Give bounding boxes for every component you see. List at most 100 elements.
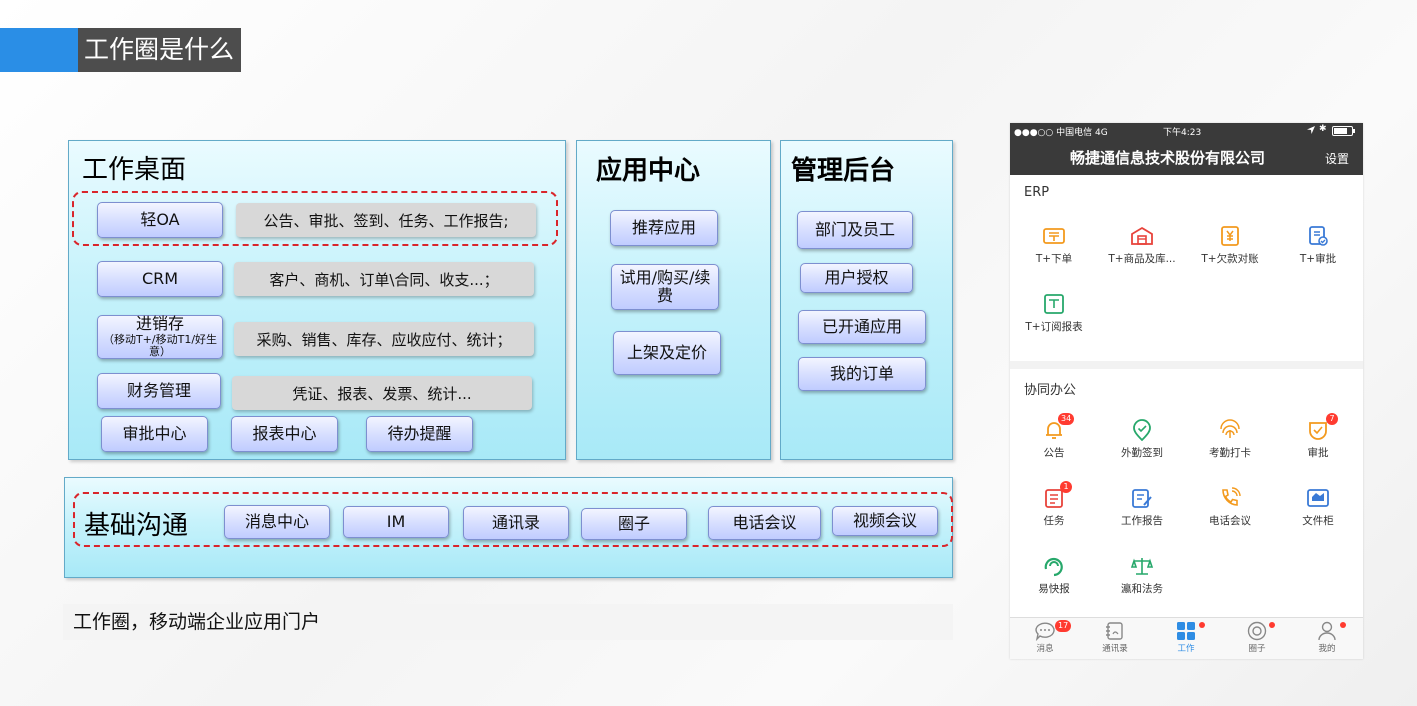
file-cabinet-icon	[1307, 489, 1329, 507]
inventory-button-label: 进销存	[135, 314, 184, 334]
collab-approval-app[interactable]: 7 审批	[1274, 413, 1362, 460]
workbench-title: 工作桌面	[82, 155, 187, 185]
finance-button[interactable]: 财务管理	[97, 373, 221, 409]
collab-section-title: 协同办公	[1024, 383, 1077, 398]
work-report-app[interactable]: 工作报告	[1098, 487, 1186, 528]
bell-icon	[1046, 422, 1062, 439]
task-app[interactable]: 1 任务	[1010, 481, 1098, 528]
phone-conference-label: 电话会议	[1209, 515, 1251, 527]
tab-me[interactable]: 我的	[1292, 621, 1362, 654]
t-ledger-app[interactable]: T+欠款对账	[1186, 225, 1274, 266]
t-ledger-label: T+欠款对账	[1201, 253, 1259, 265]
t-order-app[interactable]: T+下单	[1010, 225, 1098, 266]
legal-app[interactable]: 瀛和法务	[1098, 555, 1186, 596]
my-orders-button[interactable]: 我的订单	[798, 357, 926, 391]
admin-panel	[780, 140, 953, 460]
t-report-subscribe-label: T+订阅报表	[1025, 321, 1083, 333]
tab-work[interactable]: 工作	[1151, 621, 1221, 654]
task-badge: 1	[1060, 481, 1072, 493]
t-order-label: T+下单	[1035, 253, 1073, 265]
user-authorization-button[interactable]: 用户授权	[800, 263, 913, 293]
work-report-label: 工作报告	[1121, 515, 1163, 527]
tab-messages[interactable]: 17 消息	[1010, 620, 1080, 654]
scale-icon	[1130, 558, 1154, 575]
light-oa-button[interactable]: 轻OA	[97, 202, 223, 238]
bluetooth-icon: ✱	[1319, 124, 1327, 134]
t-approval-app[interactable]: T+审批	[1274, 225, 1362, 266]
title-accent-bar	[0, 28, 78, 72]
inventory-button[interactable]: 进销存 （移动T+/移动T1/好生意）	[97, 314, 223, 359]
listing-pricing-button[interactable]: 上架及定价	[613, 331, 721, 375]
tab-contacts[interactable]: 通讯录	[1080, 621, 1150, 654]
crm-desc: 客户、商机、订单\合同、收支...；	[234, 262, 534, 296]
task-icon	[1045, 489, 1063, 508]
t-warehouse-app[interactable]: T+商品及库...	[1098, 225, 1186, 266]
approve-check-icon	[1309, 422, 1327, 440]
tab-messages-label: 消息	[1036, 644, 1054, 654]
carrier-text: ●●●○○ 中国电信 4G	[1014, 128, 1108, 138]
approval-icon	[1309, 226, 1328, 246]
work-tab-dot	[1199, 622, 1205, 628]
work-grid-icon	[1177, 622, 1195, 640]
status-bar: ●●●○○ 中国电信 4G 下午4:23 ✱	[1010, 123, 1363, 139]
tab-work-label: 工作	[1177, 644, 1195, 654]
departments-button[interactable]: 部门及员工	[797, 211, 913, 249]
circle-tab-dot	[1269, 622, 1275, 628]
ledger-icon	[1221, 226, 1239, 246]
collab-section: 协同办公 34 公告 外勤签到 考勤打卡 7 审批 1 任务 工作报告	[1010, 369, 1363, 617]
t-report-subscribe-app[interactable]: T+订阅报表	[1010, 293, 1098, 334]
video-conference-button[interactable]: 视频会议	[832, 506, 938, 536]
approval-center-button[interactable]: 审批中心	[101, 416, 208, 452]
status-time: 下午4:23	[1163, 128, 1202, 138]
erp-section-title: ERP	[1024, 185, 1050, 200]
caption-text: 工作圈，移动端企业应用门户	[63, 604, 953, 640]
crm-button[interactable]: CRM	[97, 261, 223, 297]
legal-label: 瀛和法务	[1121, 583, 1163, 595]
todo-reminder-button[interactable]: 待办提醒	[366, 416, 473, 452]
person-icon	[1318, 621, 1336, 641]
order-icon	[1043, 228, 1065, 244]
inventory-button-sublabel: （移动T+/移动T1/好生意）	[102, 332, 218, 359]
light-oa-desc: 公告、审批、签到、任务、工作报告;	[236, 203, 536, 237]
report-center-button[interactable]: 报表中心	[231, 416, 338, 452]
phone-conference-button[interactable]: 电话会议	[708, 506, 821, 540]
report-subscribe-icon	[1044, 294, 1064, 314]
messages-badge: 17	[1055, 620, 1072, 632]
field-checkin-app[interactable]: 外勤签到	[1098, 419, 1186, 460]
work-report-icon	[1132, 489, 1152, 508]
message-center-button[interactable]: 消息中心	[224, 505, 330, 539]
contacts-book-icon	[1106, 622, 1123, 640]
quick-report-app[interactable]: 易快报	[1010, 555, 1098, 596]
nav-bar: 畅捷通信息技术股份有限公司 设置	[1010, 139, 1363, 175]
phone-conference-app[interactable]: 电话会议	[1186, 487, 1274, 528]
battery-icon	[1332, 126, 1356, 139]
t-warehouse-label: T+商品及库...	[1108, 253, 1176, 265]
me-tab-dot	[1340, 622, 1346, 628]
location-check-icon	[1133, 419, 1151, 441]
circle-button[interactable]: 圈子	[581, 508, 687, 540]
attendance-label: 考勤打卡	[1209, 447, 1251, 459]
attendance-app[interactable]: 考勤打卡	[1186, 419, 1274, 460]
settings-link[interactable]: 设置	[1324, 152, 1349, 166]
contacts-button[interactable]: 通讯录	[463, 506, 569, 540]
file-cabinet-app[interactable]: 文件柜	[1274, 487, 1362, 528]
inventory-desc: 采购、销售、库存、应收应付、统计；	[234, 322, 534, 356]
erp-section: ERP T+下单 T+商品及库... T+欠款对账 T+审批 T+订阅报表	[1010, 175, 1363, 361]
workbench-panel	[68, 140, 566, 460]
tab-me-label: 我的	[1318, 644, 1336, 654]
announcement-app[interactable]: 34 公告	[1010, 413, 1098, 460]
trial-purchase-button[interactable]: 试用/购买/续费	[611, 264, 719, 310]
task-label: 任务	[1043, 515, 1065, 527]
quick-report-icon	[1044, 557, 1063, 577]
tab-circle[interactable]: 圈子	[1222, 621, 1292, 654]
im-button[interactable]: IM	[343, 506, 449, 538]
recommended-apps-button[interactable]: 推荐应用	[610, 210, 718, 246]
location-arrow-icon	[1307, 126, 1315, 137]
company-title: 畅捷通信息技术股份有限公司	[1070, 149, 1266, 167]
phone-screenshot: ●●●○○ 中国电信 4G 下午4:23 ✱ 畅捷通信息技术股份有限公司 设置 …	[1010, 123, 1363, 659]
communication-highlight-frame	[73, 492, 953, 547]
oa-highlight-frame	[72, 191, 558, 246]
phone-conference-icon	[1222, 487, 1241, 506]
opened-apps-button[interactable]: 已开通应用	[798, 310, 926, 344]
quick-report-label: 易快报	[1038, 583, 1070, 595]
